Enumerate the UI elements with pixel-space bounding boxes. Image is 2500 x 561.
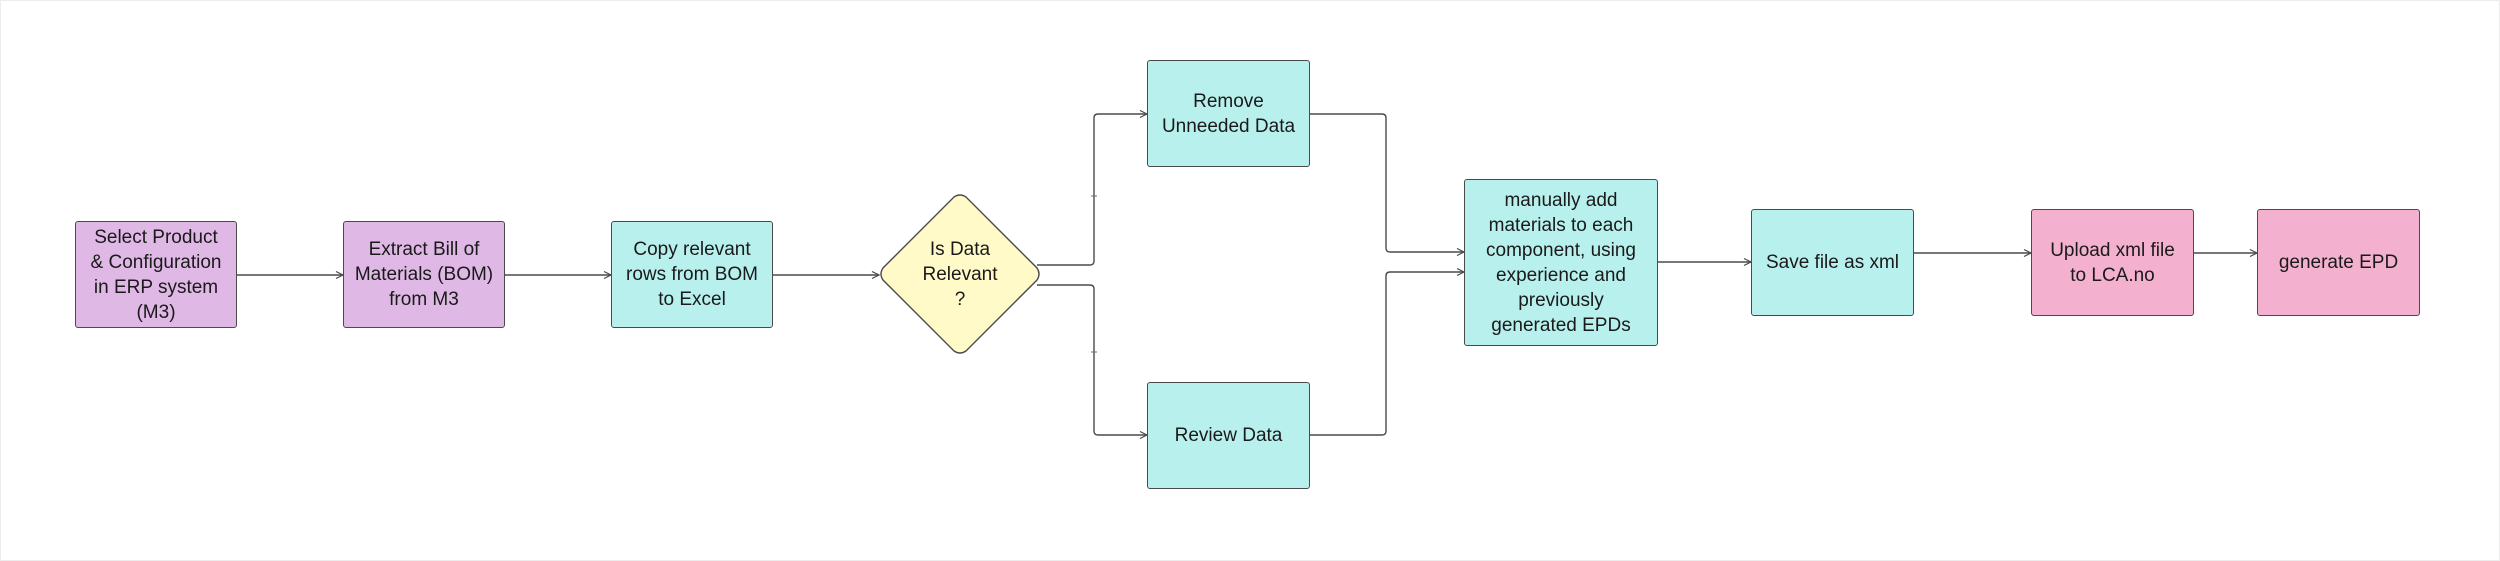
node-generate-epd-label: generate EPD <box>2278 252 2399 273</box>
node-upload-xml[interactable]: Upload xml file to LCA.no <box>2031 209 2194 316</box>
node-remove-data-label: Remove Unneeded Data <box>1161 90 1296 137</box>
node-generate-epd[interactable]: generate EPD <box>2257 209 2420 316</box>
node-select-product-label: Select Product & Configuration in ERP sy… <box>90 226 222 323</box>
node-remove-data[interactable]: Remove Unneeded Data <box>1147 60 1310 167</box>
node-is-data-relevant-label: Is Data Relevant ? <box>922 238 998 310</box>
edge-remove-to-add <box>1310 113 1466 257</box>
node-upload-xml-label: Upload xml file to LCA.no <box>2050 239 2175 286</box>
edge-decision-to-remove <box>1037 109 1149 266</box>
node-extract-bom-label: Extract Bill of Materials (BOM) from M3 <box>354 239 494 310</box>
node-add-materials-label: manually add materials to each component… <box>1486 189 1636 336</box>
node-is-data-relevant[interactable]: Is Data Relevant ? <box>879 193 1041 355</box>
node-review-data[interactable]: Review Data <box>1147 382 1310 489</box>
node-save-xml-label: Save file as xml <box>1765 252 1900 273</box>
node-save-xml[interactable]: Save file as xml <box>1751 209 1914 316</box>
node-extract-bom[interactable]: Extract Bill of Materials (BOM) from M3 <box>343 221 505 328</box>
decision-diamond-shape <box>880 194 1040 354</box>
edge-review-to-add <box>1310 267 1466 436</box>
node-copy-rows[interactable]: Copy relevant rows from BOM to Excel <box>611 221 773 328</box>
edge-decision-to-review <box>1037 284 1149 440</box>
node-copy-rows-label: Copy relevant rows from BOM to Excel <box>626 239 758 310</box>
node-add-materials[interactable]: manually add materials to each component… <box>1464 179 1658 346</box>
node-review-data-label: Review Data <box>1174 425 1283 446</box>
node-select-product[interactable]: Select Product & Configuration in ERP sy… <box>75 221 237 328</box>
